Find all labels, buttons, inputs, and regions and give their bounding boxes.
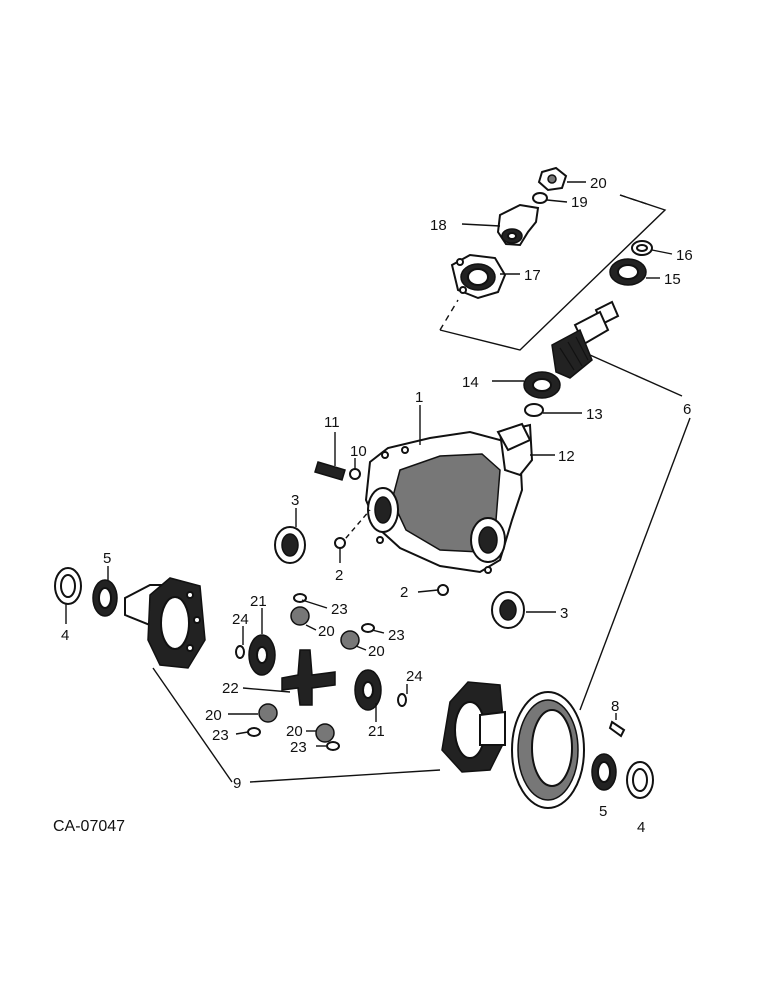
callout-8: 9	[233, 775, 241, 792]
ring-gear	[511, 691, 585, 809]
callout-24-left: 24	[232, 611, 249, 628]
callout-17: 18	[430, 217, 447, 234]
snap-ring	[631, 240, 653, 256]
callout-16: 17	[524, 267, 541, 284]
side-gear-right	[354, 669, 382, 711]
pinion-shim	[524, 403, 544, 417]
callout-14: 15	[664, 271, 681, 288]
callout-19: 20	[590, 175, 607, 192]
pinion-nut	[537, 166, 568, 192]
callout-23-right: 23	[388, 627, 405, 644]
callout-23-top: 23	[331, 601, 348, 618]
callout-1: 1	[415, 389, 423, 406]
bearing-retainer	[450, 253, 507, 300]
pinion-group-outline	[439, 194, 667, 351]
bearing-cup-right	[626, 761, 654, 799]
callout-20-top-left: 20	[318, 623, 335, 640]
callout-7: 8	[611, 698, 619, 715]
callout-4-left: 4	[61, 627, 69, 644]
callout-labels: 20 19 18 17 16 15 14 13 1 12 11 10 6 3 2…	[61, 175, 693, 836]
drive-pinion	[551, 300, 620, 379]
callout-5-right: 5	[599, 803, 607, 820]
callout-24-right: 24	[406, 668, 423, 685]
bearing-cone-left	[92, 579, 118, 617]
callout-12: 13	[586, 406, 603, 423]
companion-flange	[496, 203, 540, 247]
pinion-gear-top-left	[290, 606, 310, 626]
stud-nut	[349, 468, 361, 480]
callout-9: 10	[350, 443, 367, 460]
callout-2-upper: 2	[335, 567, 343, 584]
callout-4-right: 4	[637, 819, 645, 836]
leader-lines	[65, 181, 691, 783]
callout-20-bottom-left: 20	[205, 707, 222, 724]
callout-18: 19	[571, 194, 588, 211]
callout-6: 6	[683, 401, 691, 418]
drain-plug	[437, 584, 449, 596]
carrier-stud	[314, 461, 346, 481]
callout-20-top-right: 20	[368, 643, 385, 660]
differential-case-half-right	[441, 681, 506, 773]
carrier-gasket	[496, 422, 532, 452]
differential-spider	[281, 649, 336, 706]
callout-13: 14	[462, 374, 479, 391]
side-gear-left	[248, 634, 276, 676]
fill-plug	[334, 509, 371, 549]
callout-21-right: 21	[368, 723, 385, 740]
callout-15: 16	[676, 247, 693, 264]
callout-3-left: 3	[291, 492, 299, 509]
pinion-outer-bearing	[609, 258, 647, 286]
callout-21-left: 21	[250, 593, 267, 610]
pinion-gear-bottom-left	[258, 703, 278, 723]
callout-22: 22	[222, 680, 239, 697]
bearing-cone-right	[591, 753, 617, 791]
ring-gear-bolt	[608, 720, 626, 738]
bearing-adjuster-right	[491, 591, 525, 629]
callout-10: 11	[324, 414, 340, 431]
bearing-cup-left	[54, 567, 82, 605]
callout-20-bottom-right: 20	[286, 723, 303, 740]
callout-23-bottom-right: 23	[290, 739, 307, 756]
callout-11: 12	[558, 448, 575, 465]
callout-23-bottom-left: 23	[212, 727, 229, 744]
figure-code: CA-07047	[53, 818, 125, 835]
pinion-washer	[532, 192, 548, 204]
pinion-inner-bearing	[523, 371, 561, 399]
callout-5-left: 5	[103, 550, 111, 567]
differential-case-half-left	[124, 577, 206, 669]
pinion-gear-top-right	[340, 630, 360, 650]
callout-3-right: 3	[560, 605, 568, 622]
bearing-adjuster-left	[274, 526, 306, 564]
callout-2-lower: 2	[400, 584, 408, 601]
pinion-gear-bottom-right	[315, 723, 335, 743]
